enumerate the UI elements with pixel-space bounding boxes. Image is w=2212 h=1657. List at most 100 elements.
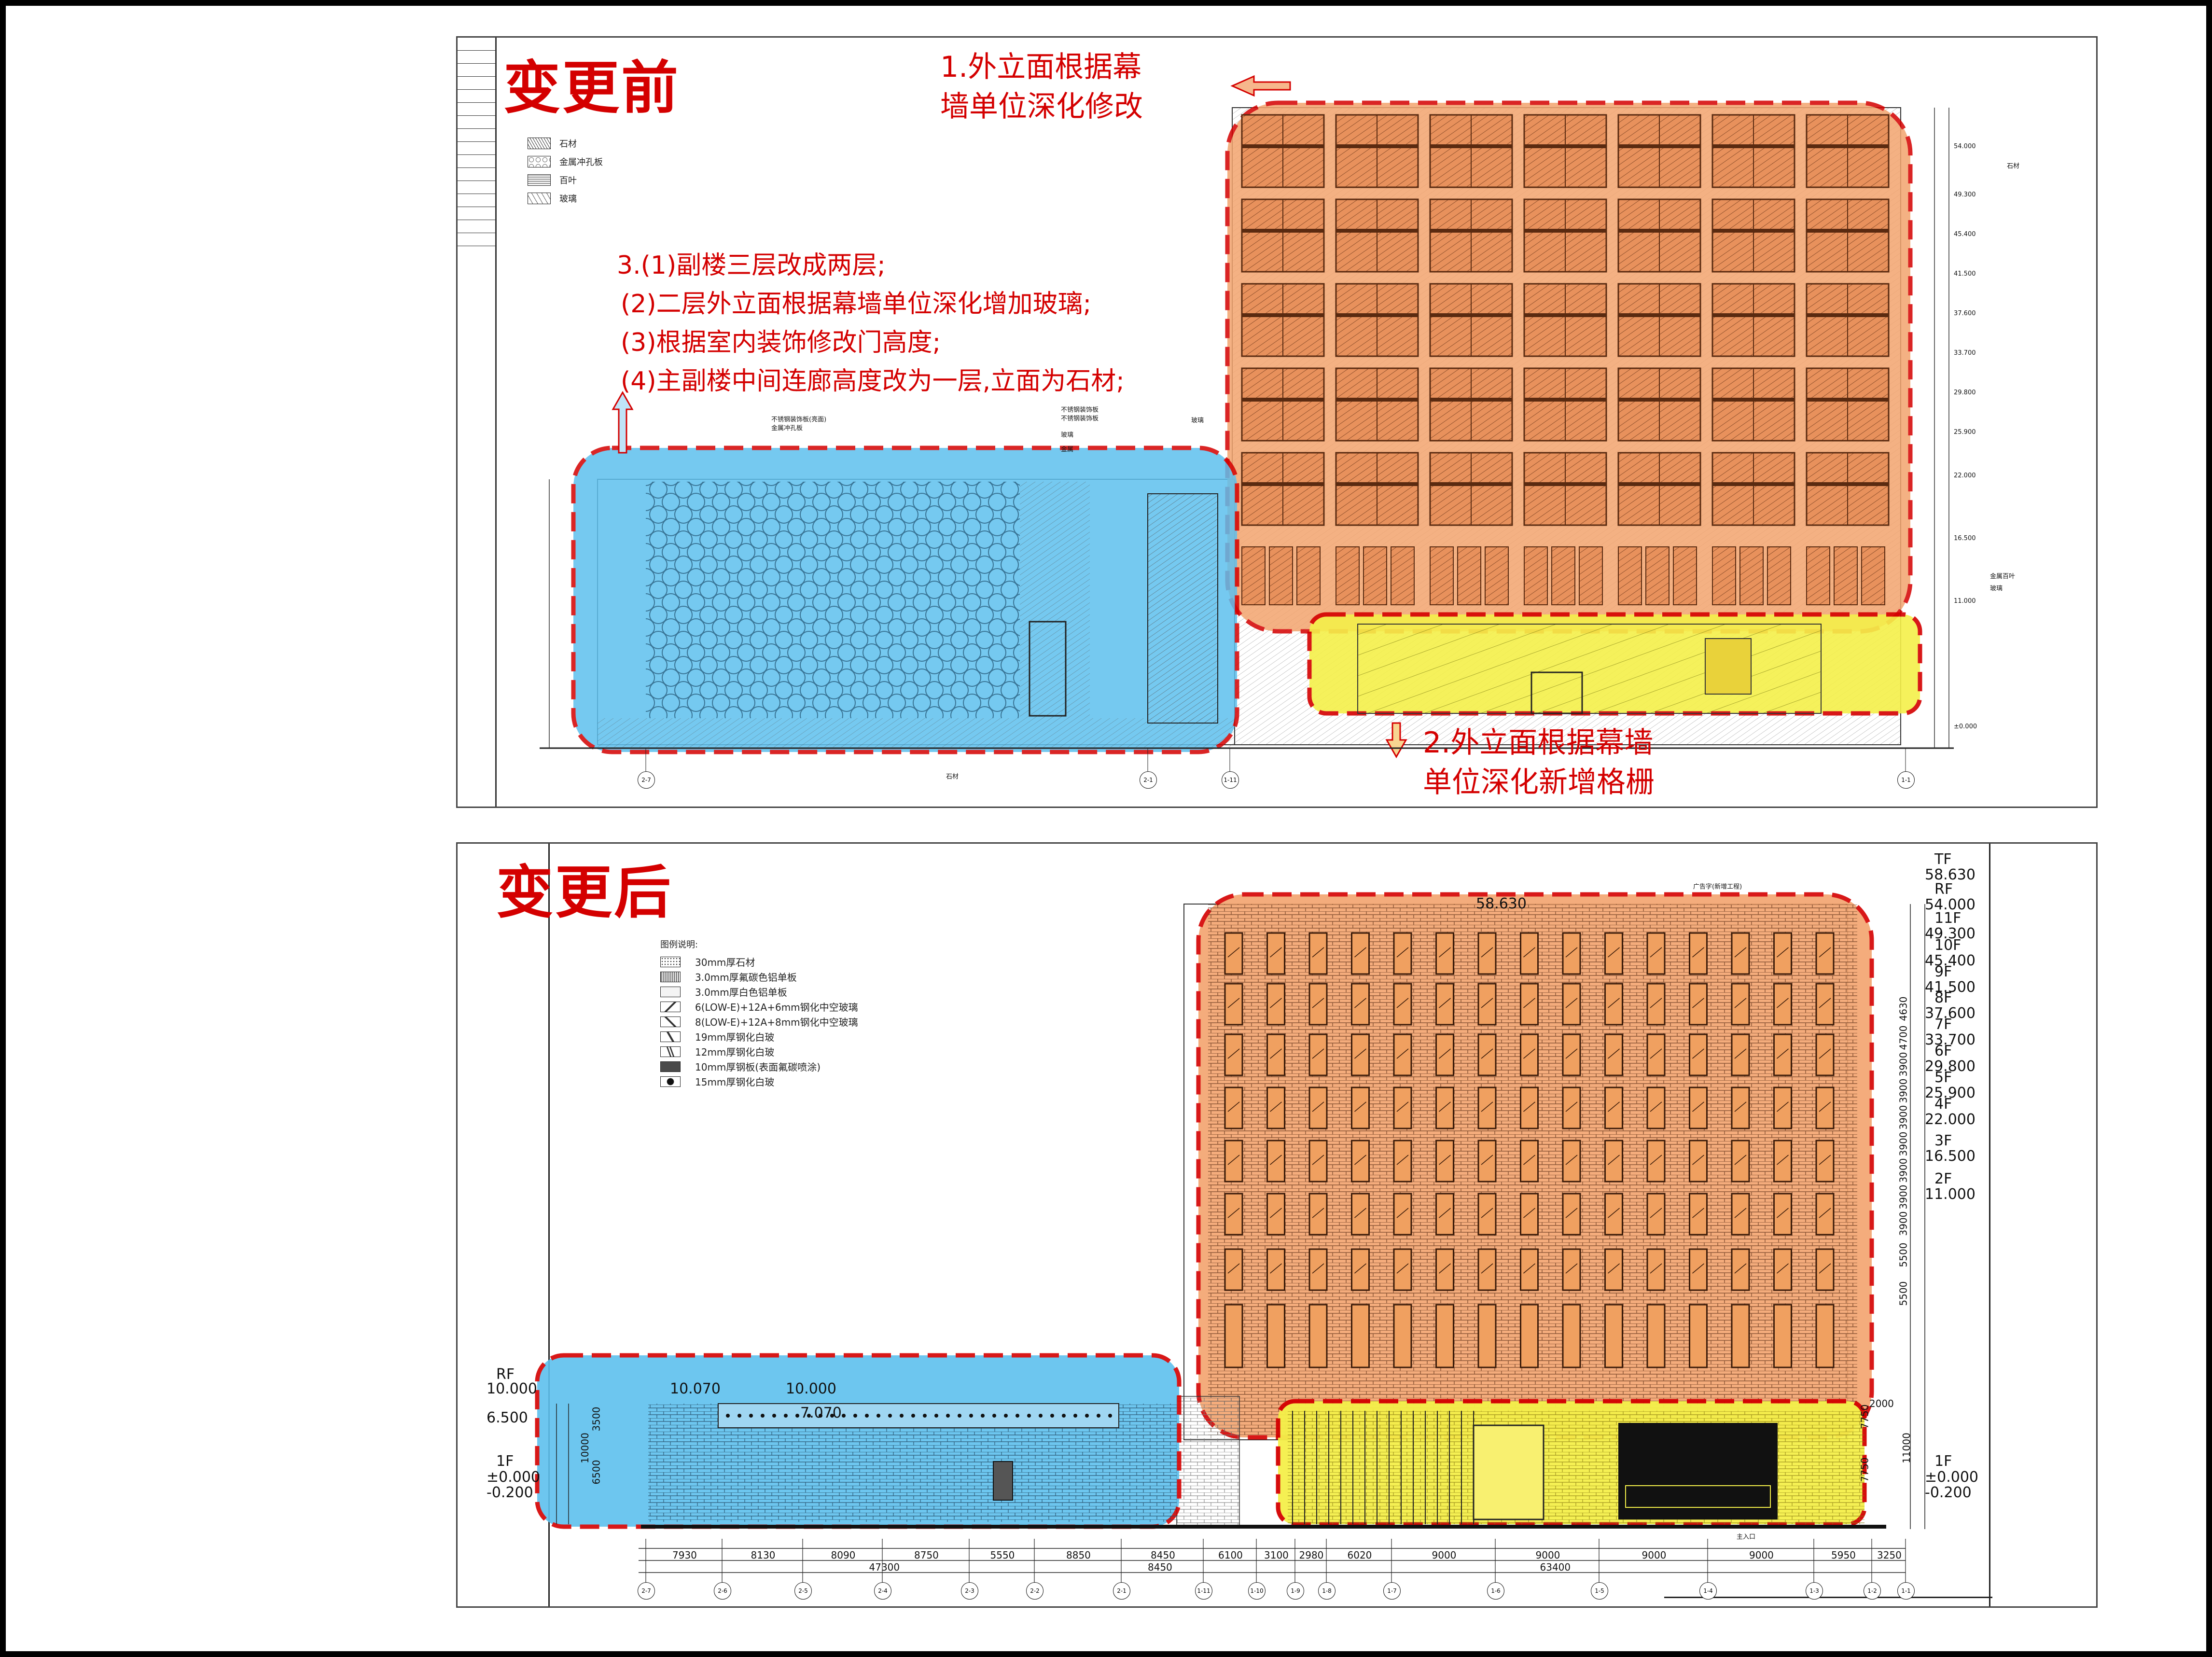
axis-tag: 1-8 <box>1318 1582 1336 1600</box>
axis-dim: 3100 <box>1264 1549 1289 1561</box>
level-readout: 49.300 <box>1954 191 1976 198</box>
panel-dot <box>1027 1414 1031 1418</box>
note-line: 2.外立面根据幕墙 <box>1423 726 1654 760</box>
window <box>1308 1033 1328 1076</box>
axis-tag: 2-6 <box>714 1582 731 1600</box>
legend-label: 6(LOW-E)+12A+6mm钢化中空玻璃 <box>695 1002 858 1013</box>
level-elev: 29.800 <box>1925 1058 1975 1075</box>
window-mullion <box>1312 1263 1324 1274</box>
window-mullion <box>1439 998 1451 1008</box>
window <box>1435 1140 1454 1183</box>
panel-dot <box>1050 1414 1054 1418</box>
window <box>1477 1248 1497 1291</box>
window-mullion <box>1396 1048 1409 1059</box>
floor-dim: 11000 <box>1900 1433 1912 1463</box>
legend-label: 石材 <box>559 139 577 149</box>
window-mullion <box>1523 947 1535 958</box>
window <box>1562 1304 1581 1368</box>
window <box>1351 932 1370 975</box>
window <box>1351 1248 1370 1291</box>
window-bay <box>1712 546 1791 605</box>
axis-dim: 8750 <box>914 1549 939 1561</box>
window-mullion <box>1396 947 1409 958</box>
window-bay <box>1523 198 1607 273</box>
window-mullion <box>1692 998 1704 1008</box>
floor-dim: 3900 <box>1897 1158 1909 1183</box>
floor-dim: 3900 <box>1897 1078 1909 1103</box>
window-mullion <box>1227 1208 1240 1218</box>
window-mullion <box>1819 947 1831 958</box>
window <box>1731 1248 1750 1291</box>
floor-dim: 3900 <box>1897 1131 1909 1156</box>
level-readout: 54.000 <box>1954 143 1976 150</box>
window-mullion <box>1692 1048 1704 1059</box>
window <box>1224 1193 1243 1236</box>
window-mullion <box>1565 1101 1578 1112</box>
window-mullion <box>1481 1155 1493 1165</box>
window <box>1393 983 1412 1026</box>
window-mullion <box>1481 1208 1493 1218</box>
side-dim: 10000 <box>579 1433 591 1463</box>
panel-dot <box>737 1414 741 1418</box>
window-bay <box>1618 546 1697 605</box>
window-mullion <box>1692 1101 1704 1112</box>
after-sheet: 变更后 图例说明: 30mm厚石材 3.0mm厚氟碳色铝单板 3.0mm厚白色铝… <box>456 842 2098 1608</box>
window <box>1435 983 1454 1026</box>
annotation: 石材 <box>946 773 959 780</box>
panel-dot <box>749 1414 753 1418</box>
top-elev: 58.630 <box>1476 895 1527 912</box>
arrow-up-icon <box>612 390 634 454</box>
axis-tag: 1-9 <box>1287 1582 1304 1600</box>
window <box>1308 1248 1328 1291</box>
level-floor: 4F <box>1934 1096 1952 1113</box>
window <box>1815 1033 1835 1076</box>
axis-dim: 8130 <box>751 1549 776 1561</box>
before-legend: 石材 金属冲孔板 百叶 玻璃 <box>528 134 603 208</box>
annotation: 金属冲孔板 <box>771 425 803 432</box>
note-1: 1.外立面根据幕 墙单位深化修改 <box>940 47 1143 126</box>
floor-dim: 5500 <box>1897 1281 1909 1306</box>
window-mullion <box>1565 1048 1578 1059</box>
window-mullion <box>1608 1263 1620 1274</box>
window-mullion <box>1270 1263 1282 1274</box>
window-mullion <box>1270 998 1282 1008</box>
note-line: (4)主副楼中间连廊高度改为一层,立面为石材; <box>621 367 1125 396</box>
level-readout: 16.500 <box>1954 535 1976 542</box>
axis-tag: 1-4 <box>1699 1582 1717 1600</box>
panel-dot <box>1108 1414 1112 1418</box>
window-mullion <box>1523 1263 1535 1274</box>
panel-dot <box>1004 1414 1008 1418</box>
window <box>1773 983 1792 1026</box>
window-bay <box>1335 114 1419 188</box>
window <box>1815 983 1835 1026</box>
level-elev: 37.600 <box>1925 1005 1975 1022</box>
after-legend: 图例说明: 30mm厚石材 3.0mm厚氟碳色铝单板 3.0mm厚白色铝单板 6… <box>660 938 858 1089</box>
note-line: 3.(1)副楼三层改成两层; <box>617 251 886 280</box>
annotation: 不锈钢装饰板 <box>1061 415 1099 422</box>
window-mullion <box>1396 1263 1409 1274</box>
window-bay <box>1617 283 1701 357</box>
window-bay <box>1335 452 1419 526</box>
level-floor: 10F <box>1934 937 1962 954</box>
ad-label: 广告字(新增工程) <box>1693 883 1742 891</box>
window <box>1351 1140 1370 1183</box>
window-mullion <box>1523 1208 1535 1218</box>
window <box>1689 1304 1708 1368</box>
window <box>1435 1086 1454 1129</box>
window <box>1562 1086 1581 1129</box>
level-elev: 16.500 <box>1925 1148 1975 1165</box>
window <box>1604 1304 1623 1368</box>
window <box>1477 1304 1497 1368</box>
window-mullion <box>1777 998 1789 1008</box>
level-readout: 45.400 <box>1954 231 1976 238</box>
window <box>1520 1304 1539 1368</box>
window-mullion <box>1734 1101 1747 1112</box>
floor-dim: 3900 <box>1897 1184 1909 1210</box>
window-bay <box>1524 546 1603 605</box>
level-readout: 29.800 <box>1954 389 1976 396</box>
window <box>1646 1140 1666 1183</box>
floor-dim: 4700 <box>1897 1025 1909 1050</box>
window <box>1562 932 1581 975</box>
window-mullion <box>1565 1263 1578 1274</box>
window <box>1351 1086 1370 1129</box>
